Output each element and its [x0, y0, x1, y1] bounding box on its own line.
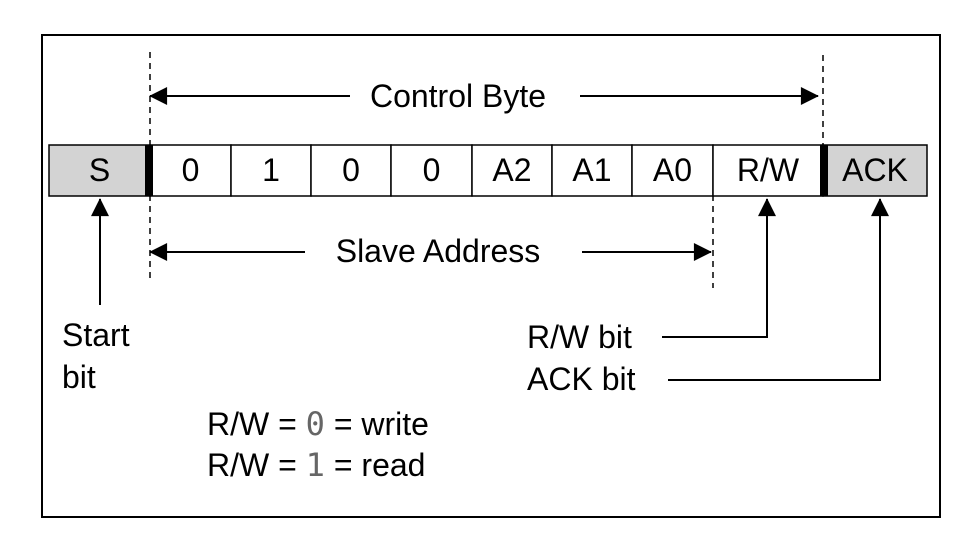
start-cell-label: S: [89, 152, 110, 188]
legend-read-prefix: R/W =: [207, 447, 306, 483]
legend-write-value: 0: [306, 405, 325, 443]
bit4-cell-label: 0: [423, 152, 441, 188]
slave-address-label: Slave Address: [336, 233, 541, 269]
bit4-cell-box: [390, 144, 473, 197]
legend-write-prefix: R/W =: [207, 406, 306, 442]
bit5-cell-label: 0: [342, 152, 360, 188]
legend-read-value: 1: [306, 446, 325, 484]
start-separator: [145, 145, 153, 196]
legend-write: R/W = 0 = write: [207, 405, 429, 443]
legend-read-suffix: = read: [325, 447, 426, 483]
rw-cell-box: [712, 144, 824, 197]
a0-cell-box: [631, 144, 714, 197]
start-bit-label-line1: Start: [62, 317, 130, 353]
bit5-cell-box: [310, 144, 392, 197]
legend-read: R/W = 1 = read: [207, 446, 425, 484]
control-byte-row: S 0 1 0 0 A2 A1 A0 R/W ACK: [48, 144, 928, 197]
ack-separator: [820, 145, 828, 196]
ack-bit-label: ACK bit: [527, 361, 636, 397]
rw-bit-label: R/W bit: [527, 319, 632, 355]
control-byte-label: Control Byte: [370, 78, 546, 114]
a2-cell-box: [471, 144, 553, 197]
a1-cell-label: A1: [572, 152, 611, 188]
a2-cell-label: A2: [492, 152, 531, 188]
a0-cell-label: A0: [653, 152, 692, 188]
bit6-cell-label: 1: [262, 152, 280, 188]
ack-cell-label: ACK: [842, 152, 908, 188]
diagram-frame: [41, 34, 941, 518]
ack-bit-arrow: [668, 198, 889, 381]
bit7-cell-label: 0: [182, 152, 200, 188]
rw-bit-arrow: [662, 198, 776, 338]
start-cell-box: [48, 144, 151, 197]
a1-cell-box: [551, 144, 633, 197]
legend-write-suffix: = write: [325, 406, 429, 442]
start-bit-label-line2: bit: [62, 359, 96, 395]
ack-cell-box: [822, 144, 928, 197]
rw-cell-label: R/W: [737, 152, 800, 188]
